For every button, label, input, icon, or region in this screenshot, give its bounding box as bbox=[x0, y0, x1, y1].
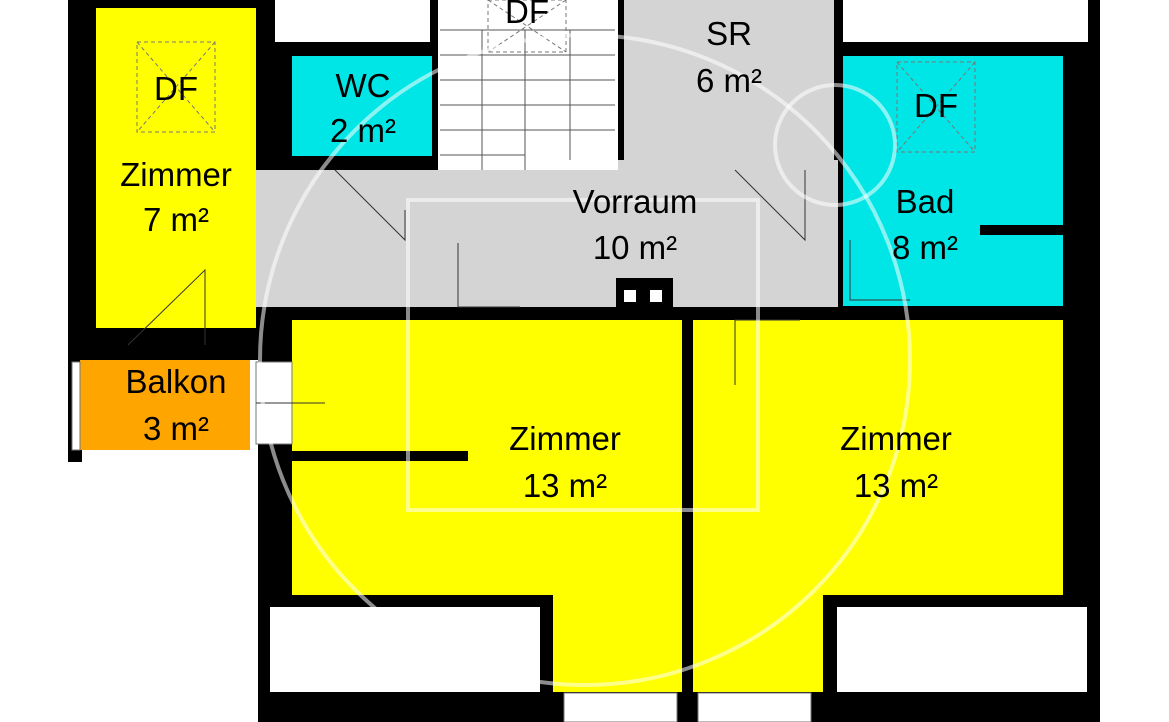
room-zimmer-left bbox=[96, 8, 256, 328]
room-area-zimmer-mid: 13 m² bbox=[523, 467, 607, 504]
room-name-zimmer-right: Zimmer bbox=[840, 420, 952, 457]
outside-areas bbox=[270, 0, 1088, 692]
skylight-label-bad: DF bbox=[914, 87, 958, 124]
room-area-vorraum: 10 m² bbox=[593, 229, 677, 266]
room-area-wc: 2 m² bbox=[330, 112, 396, 149]
room-area-zimmer-right: 13 m² bbox=[854, 467, 938, 504]
room-name-balkon: Balkon bbox=[126, 363, 227, 400]
room-name-wc: WC bbox=[336, 67, 391, 104]
skylight-label-stairs: DF bbox=[505, 0, 549, 30]
room-wc bbox=[292, 56, 432, 156]
room-name-zimmer-left: Zimmer bbox=[120, 156, 232, 193]
room-name-bad: Bad bbox=[896, 183, 955, 220]
skylight-symbols bbox=[136, 0, 976, 153]
room-area-bad: 8 m² bbox=[892, 229, 958, 266]
room-balkon bbox=[80, 360, 250, 450]
room-name-vorraum: Vorraum bbox=[573, 183, 698, 220]
room-zimmer-mid bbox=[292, 320, 682, 692]
door-swings bbox=[127, 169, 910, 404]
room-vorraum bbox=[256, 160, 838, 307]
room-name-sr: SR bbox=[706, 15, 752, 52]
room-area-balkon: 3 m² bbox=[143, 410, 209, 447]
room-area-zimmer-left: 7 m² bbox=[143, 201, 209, 238]
room-sr bbox=[624, 0, 834, 162]
bad-wall-stub bbox=[980, 225, 1065, 235]
room-area-sr: 6 m² bbox=[696, 62, 762, 99]
zimmer-mid-wall-stub bbox=[292, 451, 468, 461]
skylight-label-zimmer: DF bbox=[154, 70, 198, 107]
watermark-logo bbox=[258, 33, 912, 687]
chimney-flue-2 bbox=[650, 290, 662, 302]
room-bad bbox=[843, 56, 1063, 306]
room-name-zimmer-mid: Zimmer bbox=[509, 420, 621, 457]
chimney-flue-1 bbox=[624, 290, 636, 302]
room-zimmer-right bbox=[693, 320, 1063, 692]
